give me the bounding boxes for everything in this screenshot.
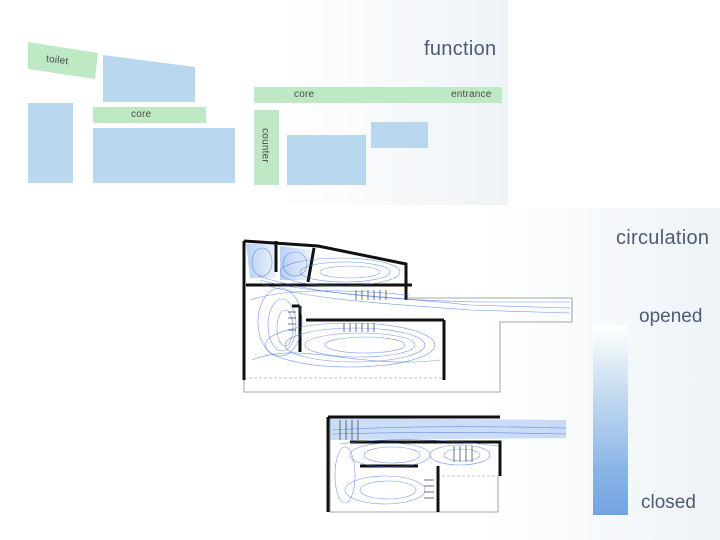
core-label-left: core — [131, 109, 152, 120]
core-label-right: core — [294, 89, 315, 100]
legend-closed-label: closed — [641, 492, 696, 513]
entrance-label: entrance — [451, 89, 492, 100]
room-zone-top — [103, 55, 195, 102]
core-zone-left — [93, 107, 206, 123]
openness-gradient-bar — [593, 325, 628, 515]
room-zone-main — [93, 128, 235, 183]
legend-opened-label: opened — [639, 306, 703, 327]
core-entrance-zone — [254, 87, 502, 103]
function-title: function — [424, 38, 497, 60]
counter-zone — [254, 110, 279, 185]
function-zone-shapes — [28, 42, 195, 102]
circulation-title: circulation — [616, 227, 710, 249]
room-zone-counter — [287, 135, 366, 185]
toilet-zone — [28, 42, 98, 79]
room-zone-small — [371, 122, 428, 148]
circulation-panel — [240, 208, 720, 540]
room-zone-left — [28, 103, 73, 183]
